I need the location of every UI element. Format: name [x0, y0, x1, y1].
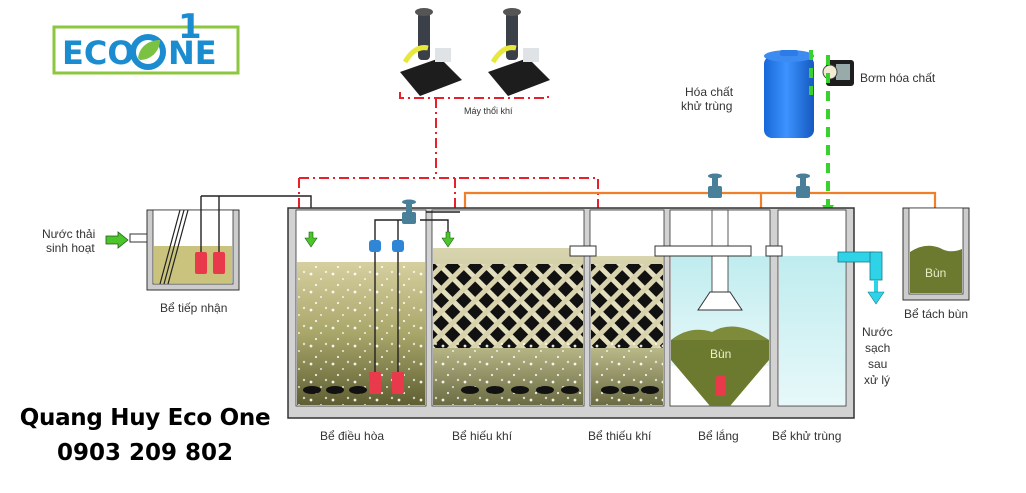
blower-label: Máy thổi khí	[464, 106, 513, 116]
settling-sludge-label: Bùn	[710, 347, 731, 361]
leaf-icon	[138, 40, 160, 60]
ecoone-logo: ECO NE 1	[52, 7, 240, 75]
chemical-tank-label-2: khử trùng	[681, 99, 732, 113]
tank-label-equalization: Bể điều hòa	[320, 429, 384, 443]
company-name: Quang Huy Eco One	[19, 405, 271, 431]
chemical-tank	[764, 50, 814, 138]
inlet-arrow-icon	[105, 231, 129, 249]
air-blower-2	[488, 8, 550, 96]
inlet-label-2: sinh hoạt	[46, 241, 95, 255]
chemical-dosing-line	[809, 50, 830, 205]
receiving-tank	[146, 195, 312, 291]
tank-label-receiving: Bể tiếp nhận	[160, 301, 227, 315]
main-tank-structure	[287, 207, 855, 419]
valve-icon	[708, 173, 722, 198]
outlet-label-3: sau	[868, 357, 887, 371]
sludge-tank-sludge-label: Bùn	[925, 266, 946, 280]
pump-icon	[369, 372, 381, 394]
pump-icon	[392, 372, 404, 394]
pump-icon	[195, 252, 207, 274]
inlet-label-1: Nước thải	[42, 227, 95, 241]
air-diffusers	[303, 386, 659, 394]
logo-text-eco: ECO	[62, 34, 135, 72]
logo-text-ne: NE	[168, 34, 217, 72]
check-valve-icon	[392, 240, 404, 252]
tank-label-settling: Bể lắng	[698, 428, 739, 443]
outlet-label-1: Nước	[862, 325, 893, 339]
pump-icon	[213, 252, 225, 274]
sludge-pump-icon	[716, 376, 726, 396]
tank-label-disinfection: Bể khử trùng	[772, 429, 841, 443]
logo-o-ring	[130, 34, 166, 70]
logo-frame	[52, 25, 240, 75]
chemical-tank-label-1: Hóa chất	[685, 85, 734, 99]
dosing-pump	[822, 60, 854, 86]
outlet-label-4: xử lý	[864, 373, 890, 387]
tank-label-anoxic: Bể thiếu khí	[588, 429, 652, 443]
clean-water-outlet-pipe	[837, 251, 885, 305]
valve-icon	[796, 173, 810, 198]
logo-digit-one: 1	[178, 7, 202, 47]
dosing-pump-label: Bơm hóa chất	[860, 71, 936, 85]
outlet-label-2: sạch	[865, 341, 890, 355]
air-blower-1	[400, 8, 462, 96]
tank-label-aerobic: Bể hiếu khí	[452, 429, 513, 443]
flow-arrows	[304, 231, 455, 248]
tank-label-sludge: Bể tách bùn	[904, 307, 968, 321]
company-phone: 0903 209 802	[56, 440, 234, 466]
sludge-tank	[902, 207, 970, 301]
check-valve-icon	[369, 240, 381, 252]
valve-icon	[402, 199, 416, 224]
